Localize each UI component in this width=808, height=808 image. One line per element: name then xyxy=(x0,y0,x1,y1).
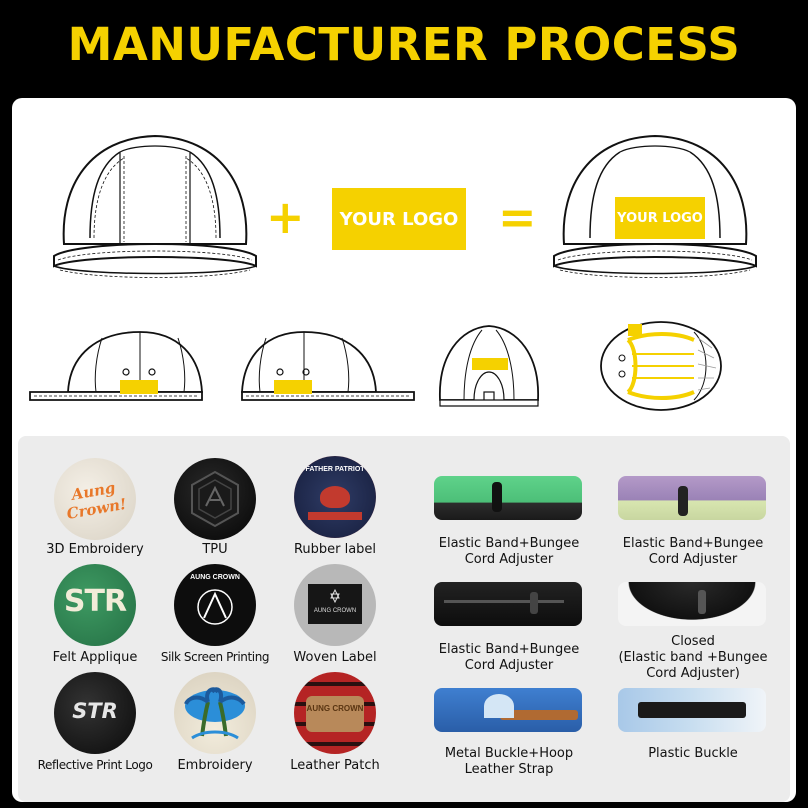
option-label: Felt Applique xyxy=(52,650,138,665)
adjuster-label: Elastic Band+Bungee Cord Adjuster xyxy=(438,536,580,567)
adjuster-photo-metal-buckle xyxy=(434,688,582,732)
star-icon xyxy=(330,588,340,604)
your-logo-box: YOUR LOGO xyxy=(332,188,466,250)
reflective-print-art-text: STR xyxy=(72,699,118,723)
cap-side-right xyxy=(241,331,415,401)
cap-side-left xyxy=(29,331,203,401)
palm-tree-icon xyxy=(184,687,246,740)
adjuster-label: Elastic Band+Bungee Cord Adjuster xyxy=(438,642,580,673)
cap-inside-view xyxy=(600,321,722,411)
option-label: Reflective Print Logo xyxy=(37,758,153,772)
felt-applique-art-text: STR xyxy=(63,584,127,619)
cap-front-blank xyxy=(53,134,257,278)
silk-screen-sample: AUNG CROWN xyxy=(174,564,256,646)
page-title: MANUFACTURER PROCESS xyxy=(67,18,741,71)
equals-sign: = xyxy=(498,190,537,244)
adjuster-photo-closed xyxy=(618,582,766,626)
felt-applique-sample: STR xyxy=(54,564,136,646)
option-label: Embroidery xyxy=(177,758,253,773)
embroidery-3d-sample: Aung Crown! xyxy=(54,458,136,540)
rubber-label-sample: FATHER PATRIOT xyxy=(294,456,376,538)
leather-patch-sample: AUNG CROWN xyxy=(294,672,376,754)
silk-screen-art-text: AUNG CROWN xyxy=(190,574,240,581)
option-label: TPU xyxy=(202,542,228,557)
adjuster-photo-elastic-black xyxy=(434,582,582,626)
adjuster-label: Plastic Buckle xyxy=(648,746,738,761)
adjuster-label: Metal Buckle+Hoop Leather Strap xyxy=(444,746,574,777)
woven-label-art-text: AUNG CROWN xyxy=(313,608,357,614)
adjuster-photo-plastic-buckle xyxy=(618,688,766,732)
option-label: Rubber label xyxy=(293,542,377,557)
option-label: 3D Embroidery xyxy=(46,542,144,557)
adjuster-label: Elastic Band+Bungee Cord Adjuster xyxy=(622,536,764,567)
adjuster-label: Closed (Elastic band +Bungee Cord Adjust… xyxy=(618,634,768,681)
options-panel: Aung Crown! 3D Embroidery TPU FATHER PAT… xyxy=(18,436,790,802)
adjuster-photo-elastic-green xyxy=(434,476,582,520)
result-logo-box: YOUR LOGO xyxy=(615,197,705,239)
option-label: Leather Patch xyxy=(290,758,380,773)
leather-patch-art-text: AUNG CROWN xyxy=(306,704,364,713)
adjuster-photo-elastic-purple xyxy=(618,476,766,520)
triangle-logo-icon xyxy=(197,589,233,625)
embroidery-3d-art-text: Aung Crown! xyxy=(65,478,128,523)
eagle-icon xyxy=(320,486,350,508)
option-label: Silk Screen Printing xyxy=(160,650,270,664)
reflective-print-sample: STR xyxy=(54,672,136,754)
tpu-sample xyxy=(174,458,256,540)
cap-back-view xyxy=(439,325,539,407)
plus-sign: + xyxy=(266,190,305,244)
woven-label-sample: AUNG CROWN xyxy=(294,564,376,646)
embroidery-sample xyxy=(174,672,256,754)
option-label: Woven Label xyxy=(293,650,377,665)
hexagon-icon xyxy=(191,470,239,528)
rubber-label-art-text: FATHER PATRIOT xyxy=(305,466,365,473)
